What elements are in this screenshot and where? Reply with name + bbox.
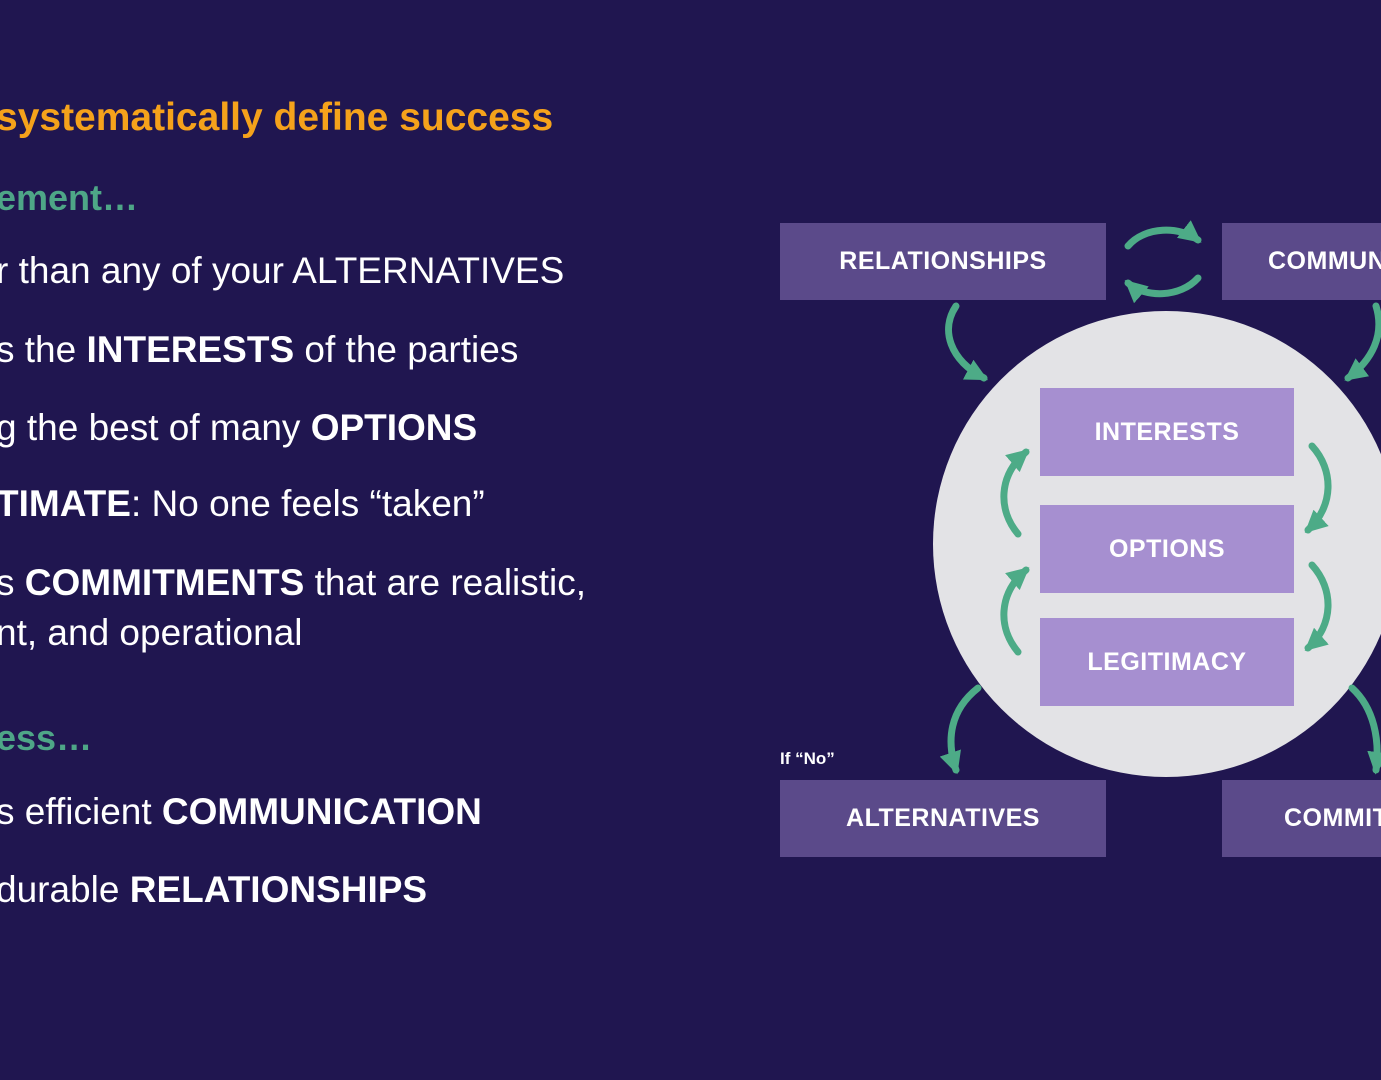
interests-to-options-arrow-icon xyxy=(1304,442,1332,534)
bullet-text: of the parties xyxy=(294,329,519,370)
bullet-keyword: COMMITMENTS xyxy=(24,562,305,603)
box-relationships: RELATIONSHIPS xyxy=(780,223,1106,300)
circle-to-commitments-arrow-icon xyxy=(1348,684,1381,775)
box-communication: COMMUNI xyxy=(1222,223,1381,300)
bullet-legitimate: TIMATE: No one feels “taken” xyxy=(0,485,485,522)
bullet-keyword: RELATIONSHIPS xyxy=(129,869,428,910)
box-options: OPTIONS xyxy=(1040,505,1294,593)
bullet-text: s the xyxy=(0,329,87,370)
box-legitimacy: LEGITIMACY xyxy=(1040,618,1294,706)
bullet-text: s xyxy=(0,562,15,603)
bullet-options: g the best of many OPTIONS xyxy=(0,409,477,446)
bullet-commitments: s COMMITMENTS that are realistic, xyxy=(0,564,586,601)
bullet-keyword: OPTIONS xyxy=(310,407,478,448)
box-commitments: COMMIT xyxy=(1222,780,1381,857)
bullet-relationships: durable RELATIONSHIPS xyxy=(0,871,427,908)
bullet-alternatives: r than any of your ALTERNATIVES xyxy=(0,252,564,289)
options-to-interests-arrow-icon xyxy=(1000,448,1030,538)
bullet-interests: s the INTERESTS of the parties xyxy=(0,331,518,368)
cycle-arrow-bottom-icon xyxy=(1124,274,1202,304)
section-label-outcome: ement… xyxy=(0,177,139,218)
bullet-commitments-continued: nt, and operational xyxy=(0,614,303,651)
options-to-legitimacy-arrow-icon xyxy=(1304,561,1332,652)
bullet-communication: s efficient COMMUNICATION xyxy=(0,793,482,830)
box-interests: INTERESTS xyxy=(1040,388,1294,476)
communication-to-circle-arrow-icon xyxy=(1344,302,1381,382)
if-no-label: If “No” xyxy=(780,749,835,768)
bullet-keyword: INTERESTS xyxy=(86,329,295,370)
box-alternatives: ALTERNATIVES xyxy=(780,780,1106,857)
bullet-text: durable xyxy=(0,869,130,910)
cycle-arrow-top-icon xyxy=(1124,220,1202,250)
slide-heading: systematically define success xyxy=(0,96,554,139)
bullet-text: r than any of your ALTERNATIVES xyxy=(0,250,565,291)
bullet-text: : No one feels “taken” xyxy=(130,483,485,524)
circle-to-alternatives-arrow-icon xyxy=(939,684,982,775)
bullet-keyword: TIMATE xyxy=(0,483,131,524)
bullet-keyword: COMMUNICATION xyxy=(161,791,482,832)
bullet-text: s efficient xyxy=(0,791,162,832)
bullet-text: g the best of many xyxy=(0,407,311,448)
bullet-text: nt, and operational xyxy=(0,612,303,653)
legitimacy-to-options-arrow-icon xyxy=(1000,566,1030,656)
section-label-process: ess… xyxy=(0,717,93,758)
relationships-to-circle-arrow-icon xyxy=(945,302,988,382)
bullet-text: that are realistic, xyxy=(304,562,587,603)
